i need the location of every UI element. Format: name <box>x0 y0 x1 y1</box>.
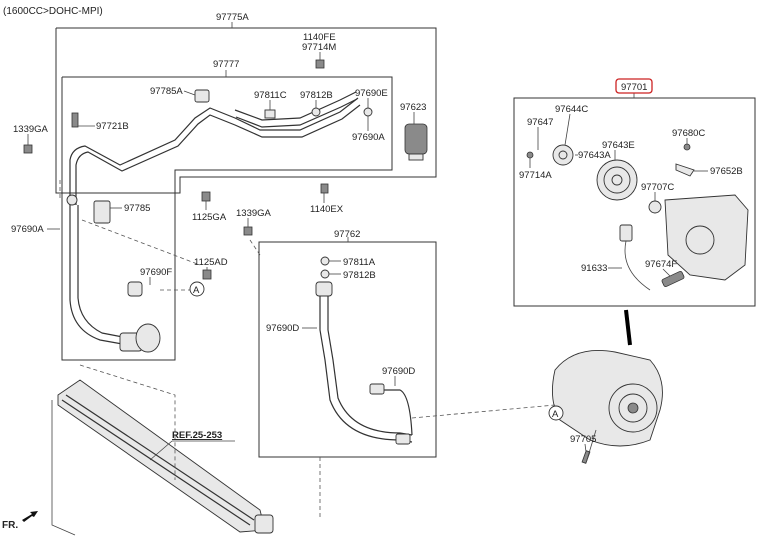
part-label: 97623 <box>400 102 426 113</box>
part-label: 97690F <box>140 267 172 278</box>
callout-a-icon: A <box>189 281 205 297</box>
part-label: 97674F <box>645 259 677 270</box>
discharge-pipe <box>315 281 413 445</box>
reference-lines <box>59 180 556 520</box>
part-label: 97811A <box>343 257 376 268</box>
suction-pipe <box>69 91 361 346</box>
part-label: 97721B <box>96 121 129 132</box>
part-label: 1125AD <box>194 257 228 268</box>
part-label: 97785A <box>150 86 183 97</box>
compressor-main <box>551 350 663 464</box>
group-label-hose-assembly: 97775A <box>216 12 249 23</box>
part-label: 97690A <box>352 132 385 143</box>
group-label-suction-hose: 97777 <box>213 59 239 70</box>
hose-assembly-group: 97775A <box>55 12 437 194</box>
part-label: 1140FE <box>303 32 336 43</box>
part-label: 1140EX <box>310 204 344 215</box>
receiver-drier <box>404 123 428 161</box>
part-label: 97690A <box>11 224 44 235</box>
part-label: 91633 <box>581 263 607 274</box>
callout-a-icon: A <box>548 405 564 421</box>
discharge-hose-group: 97762 <box>258 229 437 458</box>
svg-text:A: A <box>193 285 200 296</box>
front-arrow-icon: FR. <box>2 511 38 531</box>
part-label: 1339GA <box>13 124 49 135</box>
condenser <box>51 379 274 536</box>
part-label: 97812B <box>343 270 376 281</box>
part-label: 97643E <box>602 140 635 151</box>
part-label: 97643A <box>578 150 611 161</box>
part-label: 97811C <box>254 90 287 101</box>
part-label: 97812B <box>300 90 333 101</box>
suction-fitting <box>66 194 161 353</box>
part-label: 97690E <box>355 88 388 99</box>
part-label: 1125GA <box>192 212 227 223</box>
compressor-group: 97701 <box>513 78 756 307</box>
part-label: 97714M <box>302 42 336 53</box>
front-label: FR. <box>2 520 18 531</box>
part-label: 97647 <box>527 117 553 128</box>
part-label: 97680C <box>672 128 705 139</box>
part-label: 97785 <box>124 203 150 214</box>
group-label-compressor: 97701 <box>621 82 647 93</box>
part-label: 97690D <box>382 366 415 377</box>
fasteners <box>23 59 373 280</box>
part-label: 97707C <box>641 182 674 193</box>
part-label: 97652B <box>710 166 743 177</box>
part-label: 97644C <box>555 104 588 115</box>
suction-hose-group: 97777 <box>61 59 393 361</box>
group-label-discharge-hose: 97762 <box>334 229 360 240</box>
part-label: 1339GA <box>236 208 272 219</box>
part-labels: 1140FE 97714M 97785A 97811C 97812B 97690… <box>11 32 743 453</box>
part-label: 97714A <box>519 170 552 181</box>
engine-spec: (1600CC>DOHC-MPI) <box>3 6 103 17</box>
connector-arrow <box>624 309 632 346</box>
reference-label[interactable]: REF.25-253 <box>172 430 222 441</box>
compressor-parts <box>526 143 749 291</box>
part-label: 97705 <box>570 434 596 445</box>
svg-text:A: A <box>552 409 559 420</box>
highlight-box <box>615 78 653 94</box>
part-label: 97690D <box>266 323 299 334</box>
